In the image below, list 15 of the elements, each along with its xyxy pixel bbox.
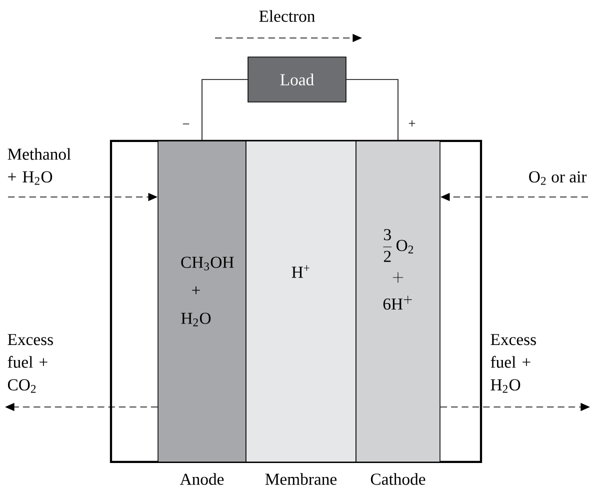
layer-caption: Anode xyxy=(180,473,224,485)
direction-label: Electron xyxy=(259,10,315,22)
edge-label: Methanol + H$_{2}$O xyxy=(8,148,71,185)
layer-caption: Cathode xyxy=(370,473,426,485)
edge-label: O$_{2}$ or air xyxy=(529,171,587,185)
wire xyxy=(202,79,248,141)
terminal-sign: + xyxy=(408,120,416,126)
cathode-layer: $\begin{array}{c}\displaystyle\frac{\mathrm{3}}{\mathrm{2}}\,\mathrm{O}_{\mathrm{2}}\\ +\\ \mathrm{6H}^{+}\end{array}$ xyxy=(356,140,440,462)
edge-label: Excess fuel + CO$_{2}$ xyxy=(8,334,53,393)
layer-caption: Membrane xyxy=(265,473,337,485)
membrane-layer: H$^{+}$ xyxy=(246,140,356,462)
wire xyxy=(346,79,398,141)
edge-label: Excess fuel + H$_{2}$O xyxy=(490,334,536,393)
anode-layer: CH$_{3}$OH + H$_{2}$O xyxy=(158,140,246,462)
load-box: Load xyxy=(248,56,346,102)
